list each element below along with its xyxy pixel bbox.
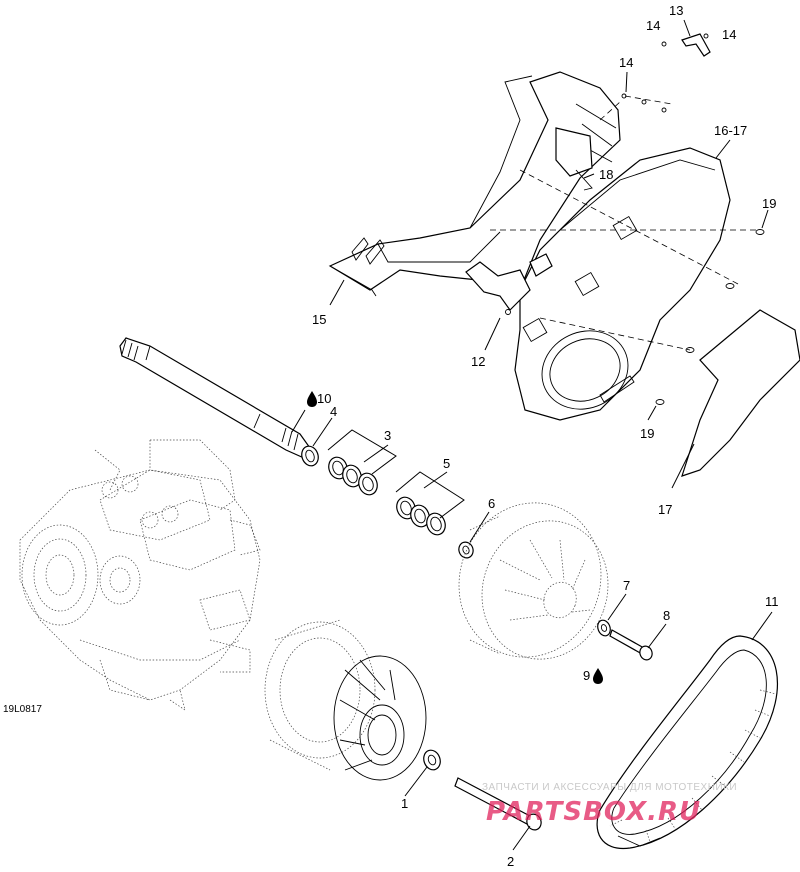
callout-10: 10 — [317, 391, 331, 406]
callout-19-top: 19 — [762, 196, 776, 211]
drive-pulley — [264, 619, 427, 781]
spacer-washers — [301, 429, 474, 559]
callout-1: 1 — [401, 796, 408, 811]
gasket-seal — [681, 309, 800, 477]
drop-icon — [593, 668, 603, 684]
drop-icon — [307, 391, 317, 407]
watermark-brand: PARTSBOX.RU — [486, 797, 701, 827]
callout-12: 12 — [471, 354, 485, 369]
callout-14-right: 14 — [722, 27, 736, 42]
pulley-bolt — [597, 619, 653, 661]
assembly-guide-lines — [490, 95, 760, 351]
drive-bolt — [423, 749, 542, 831]
callout-8: 8 — [663, 608, 670, 623]
callout-4: 4 — [330, 404, 337, 419]
callout-13: 13 — [669, 3, 683, 18]
callout-9: 9 — [583, 668, 590, 683]
callout-14-top: 14 — [619, 55, 633, 70]
callout-14-left: 14 — [646, 18, 660, 33]
callout-3: 3 — [384, 428, 391, 443]
diagram-id: 19L0817 — [3, 704, 42, 715]
callout-2: 2 — [507, 854, 514, 869]
drive-belt — [596, 635, 779, 850]
belt-guard-cover — [328, 71, 621, 297]
watermark-tagline: ЗАПЧАСТИ И АКСЕССУАРЫ ДЛЯ МОТОТЕХНИКИ — [482, 782, 737, 793]
driven-pulley — [458, 502, 609, 660]
callout-17: 17 — [658, 502, 672, 517]
callout-11: 11 — [765, 594, 779, 609]
callout-7: 7 — [623, 578, 630, 593]
callout-18: 18 — [599, 167, 613, 182]
callout-leaders — [291, 19, 773, 851]
small-screws — [621, 33, 765, 405]
callout-5: 5 — [443, 456, 450, 471]
callout-15: 15 — [312, 312, 326, 327]
callout-19-bottom: 19 — [640, 426, 654, 441]
mount-bracket — [465, 253, 553, 315]
drive-shaft — [119, 337, 311, 459]
callout-16-17: 16-17 — [714, 123, 747, 138]
inner-belt-housing — [514, 147, 731, 421]
callout-6: 6 — [488, 496, 495, 511]
engine-block — [19, 439, 261, 711]
